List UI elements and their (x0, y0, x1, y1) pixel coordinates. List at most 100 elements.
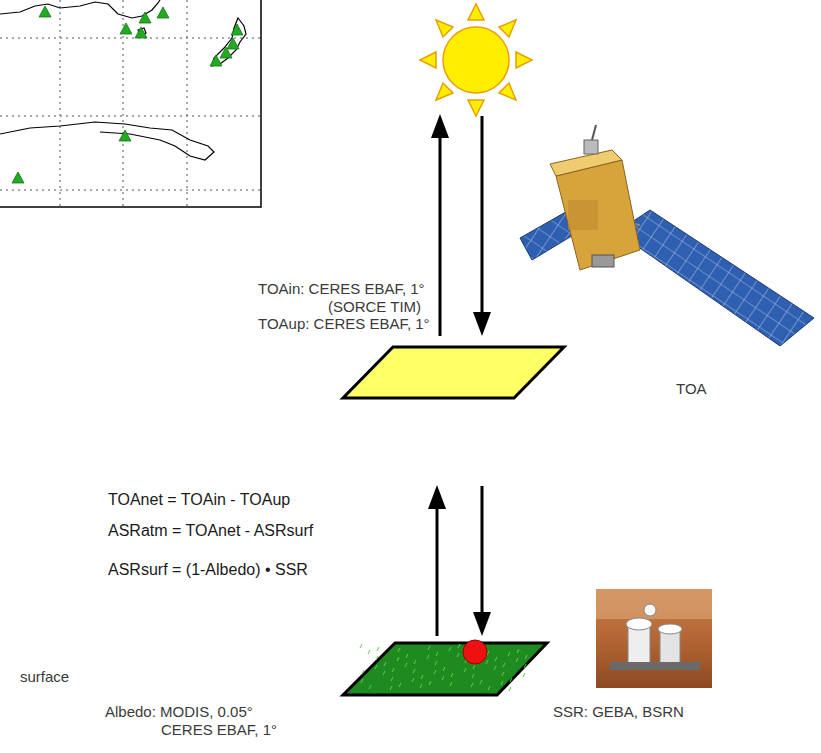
satellite (520, 125, 814, 346)
station-map (0, 0, 246, 160)
photo-sky (596, 589, 712, 619)
atmosphere-dome: TOA TOAnet = TOAin - TOAupASRatm = TOAnet… (0, 325, 821, 665)
grass (443, 667, 445, 671)
arrow-head (428, 485, 446, 509)
grass (510, 678, 512, 682)
sun (516, 52, 532, 68)
station-map (139, 12, 151, 23)
satellite (568, 200, 598, 230)
atmosphere-outline (0, 331, 806, 665)
grass (449, 647, 451, 651)
grass (428, 646, 430, 650)
atmosphere-fill (0, 331, 806, 665)
station-map (0, 0, 260, 206)
grass (509, 687, 511, 691)
grass (384, 662, 386, 666)
grass (375, 665, 377, 669)
grass (494, 666, 496, 670)
grass (360, 644, 362, 648)
station-map (12, 6, 243, 183)
formula: ASRsurf = (1-Albedo) • SSR (108, 561, 308, 579)
grass (398, 648, 400, 652)
sun (468, 100, 484, 116)
grass (517, 649, 519, 653)
grass (516, 658, 518, 662)
down-arrow (481, 486, 484, 616)
grass (451, 673, 453, 677)
surface-illustration (343, 347, 712, 695)
toa-arrows (473, 312, 491, 336)
grass (377, 647, 379, 651)
grass (369, 685, 371, 689)
sun (499, 83, 516, 100)
station-map (0, 0, 261, 207)
grass (486, 660, 488, 664)
station-dot (463, 640, 487, 664)
station-map (0, 0, 261, 207)
instrument-stand (610, 662, 700, 670)
grass (390, 686, 392, 690)
station-photo (596, 589, 712, 688)
grass (524, 664, 526, 668)
sun (436, 83, 453, 100)
grass (508, 652, 510, 656)
toa-plane (343, 347, 564, 398)
toa-up-source: TOAup: CERES EBAF, 1° (258, 315, 430, 333)
surface-plane (343, 643, 547, 695)
grass (435, 661, 437, 665)
grass (495, 657, 497, 661)
sun (436, 20, 453, 37)
grass (383, 671, 385, 675)
station-map (120, 23, 132, 34)
station-map (135, 27, 147, 38)
satellite (592, 125, 596, 140)
station-map (187, 0, 188, 206)
sun (499, 20, 516, 37)
instrument (660, 630, 680, 664)
station-map (0, 116, 260, 117)
satellite (556, 160, 640, 270)
surface-band: surface (0, 663, 821, 691)
grass (392, 668, 394, 672)
station-map (0, 0, 160, 18)
ssr-source: SSR: GEBA, BSRN (553, 703, 684, 721)
albedo-source: Albedo: MODIS, 0.05° CERES EBAF, 1° (105, 703, 285, 739)
station-map (220, 47, 232, 58)
formula: ASRatm = TOAnet - ASRsurf (108, 522, 313, 540)
grass (361, 679, 363, 683)
grass (502, 672, 504, 676)
grass (450, 682, 452, 686)
toa-arrows (431, 114, 449, 138)
up-arrow (436, 505, 439, 636)
station-map (12, 172, 24, 183)
instrument (644, 604, 656, 616)
station-map (119, 130, 131, 141)
station-map (0, 38, 260, 39)
station-map (227, 38, 239, 49)
grass (368, 650, 370, 654)
sun (420, 4, 532, 116)
grass (464, 668, 466, 672)
satellite (617, 210, 814, 346)
grass (472, 674, 474, 678)
station-map (60, 0, 61, 206)
toa-arrows (481, 116, 484, 316)
grass (488, 686, 490, 690)
formula: TOAnet = TOAin - TOAup (108, 491, 290, 509)
grass (413, 669, 415, 673)
station-map (0, 122, 214, 160)
grass (458, 644, 460, 648)
grass (412, 678, 414, 682)
grass (436, 652, 438, 656)
grass (420, 684, 422, 688)
instrument (658, 624, 682, 634)
grass (405, 663, 407, 667)
sun (443, 27, 509, 93)
station-map (157, 7, 169, 18)
instrument (628, 625, 650, 663)
arrow-head (473, 612, 491, 636)
toa-in-source: TOAin: CERES EBAF, 1° (SORCE TIM) (258, 280, 440, 316)
toa-label: TOA (676, 380, 707, 398)
sun (420, 52, 436, 68)
